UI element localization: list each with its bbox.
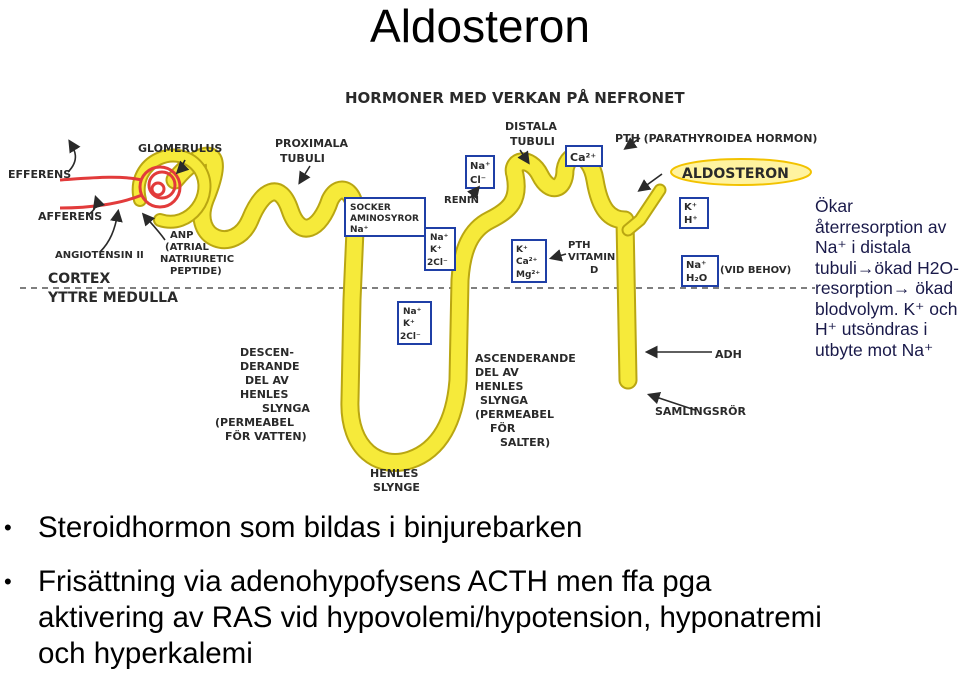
box-nak2cl-top: Na⁺ K⁺ 2Cl⁻ [424,227,456,271]
svg-text:AMINOSYROR: AMINOSYROR [350,214,419,224]
svg-text:Mg²⁺: Mg²⁺ [516,270,540,280]
label-pth-vitamin-1: PTH [568,240,591,251]
label-adh: ADH [715,348,742,361]
svg-text:SLYNGA: SLYNGA [480,394,528,407]
note-part-2: ökad H2O-resorption [815,257,959,299]
svg-text:K⁺: K⁺ [430,245,442,255]
svg-text:DEL AV: DEL AV [245,374,289,387]
svg-text:FÖR VATTEN): FÖR VATTEN) [225,429,307,443]
label-henles-2: SLYNGE [373,481,420,494]
svg-text:SLYNGA: SLYNGA [262,402,310,415]
svg-text:Na⁺: Na⁺ [470,161,490,172]
svg-text:DEL AV: DEL AV [475,366,519,379]
nephron-tubule [131,146,667,472]
label-ascending: ASCENDERANDE DEL AV HENLES SLYNGA (PERME… [475,352,576,449]
nephron-diagram: HORMONER MED VERKAN PÅ NEFRONET EFFERENS… [8,88,817,494]
svg-text:HENLES: HENLES [240,388,288,401]
note-arrow-1: → [856,257,875,278]
glomerulus-capillaries [59,165,182,210]
svg-text:(PERMEABEL: (PERMEABEL [215,416,294,429]
label-renin: RENIN [444,195,479,206]
label-efferens: EFFERENS [8,168,71,181]
bullet-marker: • [4,569,12,594]
svg-text:Cl⁻: Cl⁻ [470,175,486,186]
label-afferens: AFFERENS [38,210,102,223]
svg-text:DERANDE: DERANDE [240,360,299,373]
bullet-text: Steroidhormon som bildas i binjurebarken [38,511,583,544]
svg-text:Na⁺: Na⁺ [403,307,422,317]
label-anp-2: (ATRIAL [165,242,210,253]
box-nak2cl-mid: Na⁺ K⁺ 2Cl⁻ [397,301,432,345]
svg-text:HENLES: HENLES [475,380,523,393]
label-samlingsror: SAMLINGSRÖR [655,404,746,418]
label-cortex: CORTEX [48,271,110,287]
label-anp-1: ANP [170,230,193,241]
svg-text:Na⁺: Na⁺ [686,260,706,271]
svg-text:K⁺: K⁺ [403,319,415,329]
bullet-text: Frisättning via adenohypofysens ACTH men… [38,565,822,670]
note-part-3: ökad blodvolym. K⁺ och H⁺ utsöndras i ut… [815,278,958,360]
label-angiotensin: ANGIOTENSIN II [55,250,144,261]
slide-title: Aldosteron [370,0,590,52]
svg-text:K⁺: K⁺ [684,202,697,213]
svg-text:2Cl⁻: 2Cl⁻ [427,258,448,268]
svg-text:DESCEN-: DESCEN- [240,346,294,359]
note-arrow-2: → [892,278,911,298]
svg-text:Ca²⁺: Ca²⁺ [570,151,596,164]
svg-text:FÖR: FÖR [490,421,516,435]
diagram-heading: HORMONER MED VERKAN PÅ NEFRONET [345,88,685,107]
label-distala-tubuli: TUBULI [510,135,555,148]
svg-text:SALTER): SALTER) [500,436,550,449]
svg-text:2Cl⁻: 2Cl⁻ [400,332,421,342]
label-pth-vitamin-2: VITAMIN [568,252,615,263]
label-yttre-medulla: YTTRE MEDULLA [47,290,178,306]
label-proximala: PROXIMALA [275,137,349,150]
diagram-arrows [67,137,712,411]
svg-text:Ca²⁺: Ca²⁺ [516,257,538,267]
svg-text:ASCENDERANDE: ASCENDERANDE [475,352,576,365]
label-pth-parathyroidea: PTH (PARATHYROIDEA HORMON) [615,132,817,145]
label-henles-1: HENLES [370,467,418,480]
svg-text:H⁺: H⁺ [684,215,698,226]
note-part-1: Ökar återresorption av Na⁺ i distala tub… [815,196,947,278]
label-glomerulus: GLOMERULUS [138,142,222,155]
box-nacl: Na⁺ Cl⁻ [465,155,495,189]
box-kcamg: K⁺ Ca²⁺ Mg²⁺ [511,239,547,283]
label-anp-4: PEPTIDE) [170,266,222,277]
label-aldosteron: ALDOSTERON [682,166,789,182]
aldosteron-glow [670,158,812,186]
label-tubuli: TUBULI [280,152,325,165]
label-anp-3: NATRIURETIC [160,254,234,265]
svg-text:SOCKER: SOCKER [350,203,391,213]
svg-text:K⁺: K⁺ [516,245,528,255]
box-ca: Ca²⁺ [565,145,603,167]
svg-text:Na⁺: Na⁺ [350,225,369,235]
svg-text:(PERMEABEL: (PERMEABEL [475,408,554,421]
bullet-marker: • [4,515,12,540]
label-vid-behov: (VID BEHOV) [720,265,791,276]
box-nah2o: Na⁺ H₂O [681,255,719,287]
box-kh: K⁺ H⁺ [679,197,709,229]
label-pth-vitamin-3: D [590,265,598,276]
label-distala: DISTALA [505,120,557,133]
box-socker: SOCKER AMINOSYROR Na⁺ [344,197,426,237]
aldosteron-effect-note: Ökar återresorption av Na⁺ i distala tub… [815,196,960,360]
svg-text:Na⁺: Na⁺ [430,233,449,243]
label-descending: DESCEN- DERANDE DEL AV HENLES SLYNGA (PE… [215,346,310,443]
svg-text:H₂O: H₂O [686,273,707,284]
